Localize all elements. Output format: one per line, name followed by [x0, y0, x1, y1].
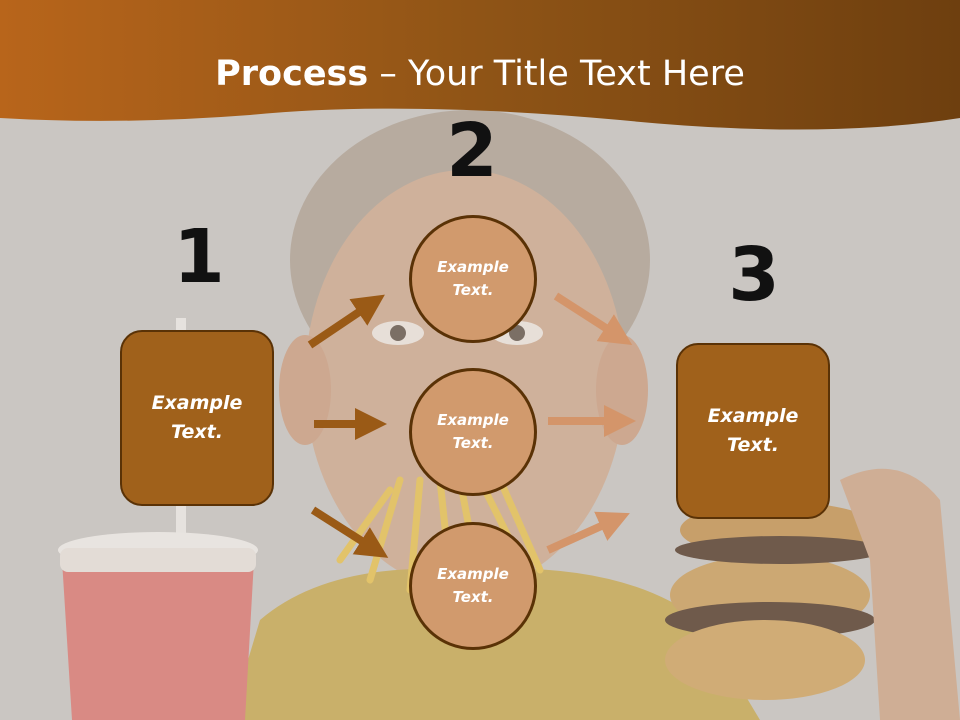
circle-1: Example Text.: [409, 215, 537, 343]
title-bold: Process: [215, 54, 369, 94]
step-1-label: Example Text.: [151, 392, 243, 443]
arrow-to-circle-1: [307, 294, 385, 349]
arrow-from-circle-3: [546, 511, 630, 554]
circle-3-label: Example Text.: [437, 565, 509, 606]
circle-3: Example Text.: [409, 522, 537, 650]
step-1-box: Example Text.: [120, 330, 274, 506]
circle-2-label: Example Text.: [437, 411, 509, 452]
step-3-box: Example Text.: [676, 343, 830, 519]
step-number-3: 3: [728, 232, 780, 318]
circle-2: Example Text.: [409, 368, 537, 496]
title-rest: – Your Title Text Here: [368, 54, 745, 94]
slide-title: Process – Your Title Text Here: [0, 52, 960, 96]
step-number-2: 2: [446, 108, 498, 194]
step-number-1: 1: [173, 214, 225, 300]
circle-1-label: Example Text.: [437, 258, 509, 299]
arrow-to-circle-3: [310, 506, 389, 558]
arrow-from-circle-1: [553, 292, 633, 345]
title-banner: [0, 0, 960, 130]
step-3-label: Example Text.: [707, 405, 799, 456]
